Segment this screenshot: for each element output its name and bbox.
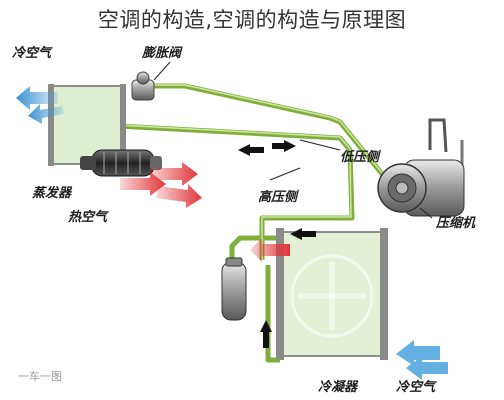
label-hot-air: 热空气 (68, 210, 108, 225)
blower-fan (80, 149, 162, 177)
cold-air-arrows-top (16, 86, 64, 124)
label-compressor: 压缩机 (436, 216, 476, 231)
hot-air-arrows (120, 162, 202, 208)
expansion-valve (131, 71, 155, 101)
label-cold-air-bottom: 冷空气 (396, 380, 436, 395)
label-expansion-valve: 膨胀阀 (142, 46, 182, 61)
leader-lines (153, 61, 433, 219)
compressor (377, 118, 465, 217)
label-low-pressure-side: 低压侧 (340, 150, 380, 165)
receiver-drier (221, 257, 247, 321)
label-condenser: 冷凝器 (318, 380, 358, 395)
label-evaporator: 蒸发器 (32, 186, 72, 201)
label-cold-air-top: 冷空气 (12, 46, 52, 61)
page-title: 空调的构造,空调的构造与原理图 (97, 8, 407, 32)
cold-air-arrows-bottom (396, 340, 448, 380)
receiver-pipe (229, 235, 290, 265)
flow-direction-arrows (238, 140, 316, 348)
watermark: 一车一图 (18, 370, 62, 383)
condenser-core (276, 228, 388, 360)
hot-refrigerant-arrow (250, 238, 290, 262)
label-high-pressure-side: 高压侧 (258, 190, 298, 205)
